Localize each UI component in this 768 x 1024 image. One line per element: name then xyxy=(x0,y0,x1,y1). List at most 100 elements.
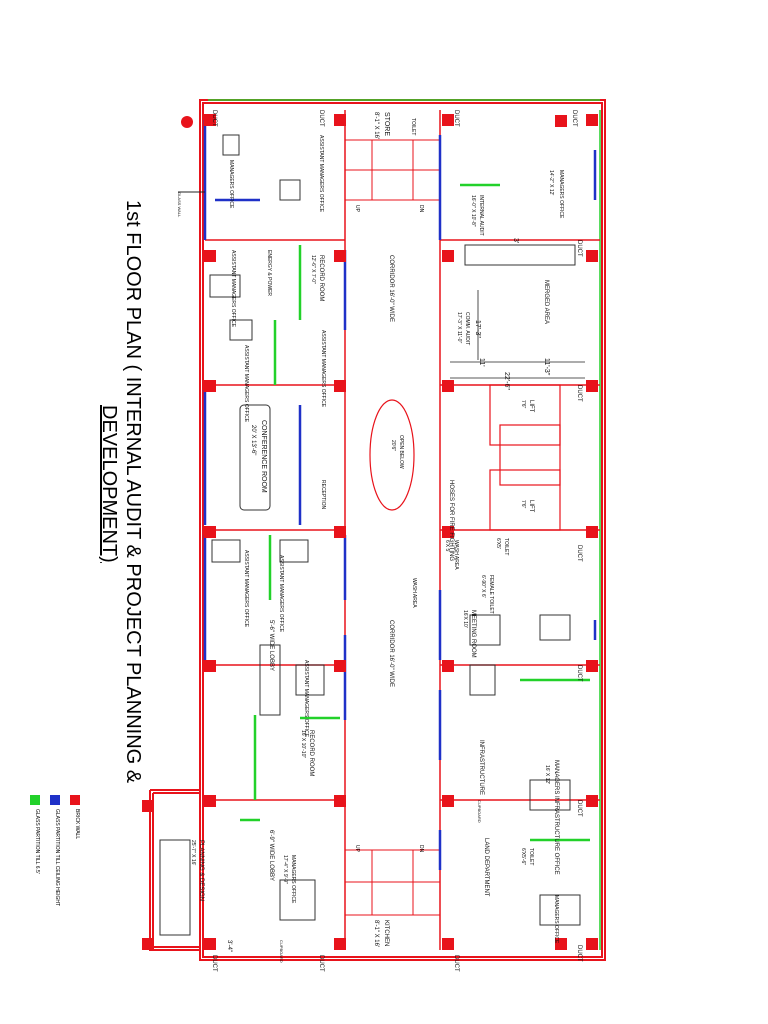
legend-swatch-glass-half xyxy=(30,795,40,805)
room-label-lobby-top: 5'-6" WIDE LOBBY xyxy=(268,620,274,671)
furniture xyxy=(159,134,581,936)
room-label-comm-audit-size: 17'-3" X 11'-0" xyxy=(456,312,462,343)
room-label-dim-17-3: 17'-3" xyxy=(474,320,481,338)
column-marker xyxy=(334,795,346,807)
column-marker xyxy=(204,660,216,672)
room-label-duct: DUCT xyxy=(453,955,459,972)
room-label-assistant-managers: ASSISTANT MANAGERS OFFICE xyxy=(243,345,249,423)
room-label-record-room-bottom-size: 16' X 10'-10" xyxy=(300,730,306,758)
room-label-record-room-top: RECORD ROOM xyxy=(318,255,324,301)
column-marker xyxy=(586,250,598,262)
room-label-duct: DUCT xyxy=(576,665,582,682)
room-label-internal-audit: INTERNAL AUDIT xyxy=(478,195,484,236)
column-marker xyxy=(586,114,598,126)
title-line-2: DEVELOPMENT) xyxy=(98,405,120,563)
room-label-duct: DUCT xyxy=(576,945,582,962)
room-label-up: UP xyxy=(354,205,360,213)
room-label-planning-design-size: 25'-7" X 16' xyxy=(190,840,196,865)
room-label-assistant-managers: ASSISTANT MANAGERS OFFICE xyxy=(318,135,324,213)
room-label-cupboard: CUPBOARD xyxy=(477,800,482,823)
room-label-duct: DUCT xyxy=(576,385,582,402)
plan-title: 1st FLOOR PLAN ( INTERNAL AUDIT & PROJEC… xyxy=(98,200,148,784)
column-marker xyxy=(442,938,454,950)
room-label-assistant-managers: ASSISTANT MANAGERS OFFICE xyxy=(303,660,309,738)
room-label-toilet: TOILET xyxy=(410,118,416,135)
column-marker xyxy=(586,380,598,392)
room-label-glass-wall: GLASS WALL xyxy=(177,192,182,218)
column-marker xyxy=(586,795,598,807)
room-label-dim-3-4: 3'-4" xyxy=(226,940,232,952)
room-label-dim-3: 3' xyxy=(512,238,519,243)
origin-marker xyxy=(181,116,193,128)
room-label-store-size: 8'-1" X 16' xyxy=(373,112,379,139)
legend-item-glass-half: GLASS PARTITION TILL 6.5' xyxy=(30,795,40,874)
glass-partitions-half xyxy=(240,183,590,842)
room-label-managers-infra: MANAGERS INFRASTRUCTURE OFFICE xyxy=(553,760,559,875)
room-label-dim-11-3: 11'-3" xyxy=(543,358,550,376)
legend-label-glass-half: GLASS PARTITION TILL 6.5' xyxy=(34,809,40,874)
legend-label-glass-full: GLASS PARTITION TILL CEILING HEIGHT xyxy=(54,809,60,907)
room-label-reception: RECEPTION xyxy=(320,480,326,510)
room-label-wash-area-2: WASH AREA xyxy=(411,578,417,608)
column-marker xyxy=(334,380,346,392)
room-label-managers-infra-size: 16' X 12' xyxy=(544,765,550,784)
legend-item-brick: BRICK WALL xyxy=(70,795,80,839)
room-label-energy-power: ENERGY & POWER xyxy=(266,250,272,296)
room-label-female-toilet-size: 6'-90" X 6' xyxy=(480,575,486,598)
room-label-wash-area-size: 6'X 5' xyxy=(444,540,450,552)
room-label-duct: DUCT xyxy=(211,110,217,127)
room-label-land-department: LAND DEPARTMENT xyxy=(483,838,489,897)
room-label-assistant-managers: ASSISTANT MANAGERS OFFICE xyxy=(230,250,236,328)
exterior-glass-band xyxy=(208,99,601,950)
room-label-conference-size: 20' X 13'-6" xyxy=(250,425,256,455)
column-marker xyxy=(442,250,454,262)
room-label-cupboard: CUPBOARD xyxy=(279,940,284,963)
column-marker xyxy=(442,380,454,392)
column-marker xyxy=(334,526,346,538)
room-label-lobby-bottom: 6'-9" WIDE LOBBY xyxy=(268,830,274,881)
column-marker xyxy=(204,938,216,950)
room-label-corridor-bottom: CORRIDOR 16'-0" WIDE xyxy=(388,620,394,687)
room-label-managers-bottom-size: 17'-4" X 9'-9" xyxy=(282,855,288,884)
room-label-kitchen-size: 8'-1" X 16' xyxy=(373,920,379,947)
structural-columns xyxy=(142,114,598,950)
room-label-duct: DUCT xyxy=(576,800,582,817)
room-label-assistant-managers: ASSISTANT MANAGERS OFFICE xyxy=(243,550,249,628)
column-marker xyxy=(555,115,567,127)
room-label-toilet-size-a: 6'X5' xyxy=(495,538,501,549)
title-line-1: 1st FLOOR PLAN ( INTERNAL AUDIT & PROJEC… xyxy=(122,200,144,784)
column-marker xyxy=(586,660,598,672)
room-label-hoses-fire: HOSES FOR FIRE FIGHTING xyxy=(448,480,454,561)
room-label-meeting-room-size: 16'X 10' xyxy=(462,610,468,628)
open-below-ellipse xyxy=(369,399,415,511)
room-label-up: UP xyxy=(354,845,360,853)
room-label-dim-11: 11' xyxy=(478,358,485,367)
room-label-duct: DUCT xyxy=(453,110,459,127)
room-label-duct: DUCT xyxy=(211,955,217,972)
column-marker xyxy=(204,114,216,126)
glass-partitions-full xyxy=(203,120,597,870)
room-label-kitchen: KITCHEN xyxy=(383,920,389,946)
room-label-open-below-2: 20'6" xyxy=(390,440,396,451)
room-label-toilet-65-size: 6'X5'-6" xyxy=(520,848,526,865)
column-marker xyxy=(334,114,346,126)
room-label-planning-design: PLANNING & DESIGN xyxy=(198,840,204,901)
room-label-record-room-bottom: RECORD ROOM xyxy=(308,730,314,776)
room-label-lift: LIFT xyxy=(528,400,534,413)
room-label-managers-bottom: MANAGERS OFFICE xyxy=(290,855,296,904)
legend-item-glass-full: GLASS PARTITION TILL CEILING HEIGHT xyxy=(50,795,60,906)
room-label-toilet: TOILET xyxy=(503,538,509,555)
column-marker xyxy=(334,660,346,672)
legend-swatch-brick xyxy=(70,795,80,805)
room-label-comm-audit: COMM. AUDIT xyxy=(464,312,470,345)
column-marker xyxy=(204,795,216,807)
room-label-managers-office-size: 14'-2" X 12' xyxy=(548,170,554,195)
room-label-wash-area: WASH AREA xyxy=(453,540,459,570)
legend: BRICK WALL GLASS PARTITION TILL CEILING … xyxy=(30,795,80,915)
room-label-duct: DUCT xyxy=(576,545,582,562)
column-marker xyxy=(586,938,598,950)
room-label-merged-area: MERGED AREA xyxy=(543,280,549,324)
room-label-managers-office: MANAGERS OFFICE xyxy=(553,895,559,944)
